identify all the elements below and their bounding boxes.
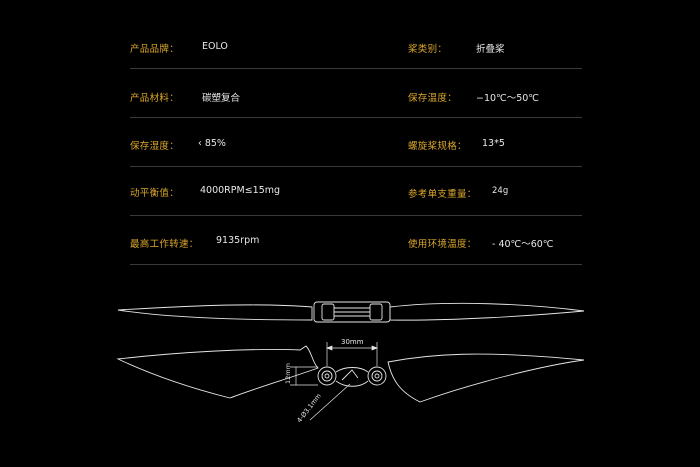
value-prop-type: 折叠桨 <box>476 44 505 55</box>
label-prop-type: 桨类别： <box>408 44 448 55</box>
value-prop-spec: 13*5 <box>482 138 505 149</box>
value-balance: 4000RPM≤15mg <box>200 185 281 196</box>
value-material: 碳塑复合 <box>202 93 241 104</box>
label-balance: 动平衡值： <box>130 188 180 199</box>
spec-row-material: 产品材料： 碳塑复合 保存温度： −10℃～50℃ <box>130 68 582 118</box>
value-humidity: ‹ 85% <box>198 138 226 149</box>
value-storage-temp: −10℃～50℃ <box>476 93 539 104</box>
label-material: 产品材料： <box>130 93 180 104</box>
top-blade-left <box>117 304 313 321</box>
label-weight: 参考单支重量： <box>408 189 477 200</box>
dim-30mm-label: 30mm <box>341 338 364 346</box>
side-blade-right <box>387 353 585 403</box>
dim-12mm-label: 12mm <box>284 363 292 384</box>
spec-row-balance: 动平衡值： 4000RPM≤15mg 参考单支重量： 24g <box>130 166 582 216</box>
spec-row-brand: 产品品牌： EOLO 桨类别： 折叠桨 <box>130 19 582 69</box>
top-blade-right <box>389 302 585 321</box>
dim-holes-leader <box>309 383 351 421</box>
side-blade-left <box>116 345 319 399</box>
side-hub <box>317 366 387 387</box>
dim-holes-label: 4-Ø3.1mm <box>295 392 323 424</box>
label-prop-spec: 螺旋桨规格： <box>408 141 467 152</box>
value-brand: EOLO <box>202 41 228 52</box>
value-max-speed: 9135rpm <box>216 235 260 246</box>
spec-row-max-speed: 最高工作转速： 9135rpm 使用环境温度： - 40℃～60℃ <box>130 215 582 265</box>
label-humidity: 保存湿度： <box>130 141 180 152</box>
top-hub <box>313 301 391 323</box>
dim-12mm-lines <box>290 366 318 386</box>
spec-row-humidity: 保存湿度： ‹ 85% 螺旋桨规格： 13*5 <box>130 117 582 167</box>
value-weight: 24g <box>492 186 509 196</box>
propeller-drawing: 30mm 12mm 4-Ø3.1mm <box>116 301 585 424</box>
label-brand: 产品品牌： <box>130 44 180 55</box>
label-storage-temp: 保存温度： <box>408 93 458 104</box>
label-env-temp: 使用环境温度： <box>408 239 477 250</box>
label-max-speed: 最高工作转速： <box>130 239 199 250</box>
value-env-temp: - 40℃～60℃ <box>492 239 554 250</box>
dim-30mm-lines <box>326 342 378 366</box>
